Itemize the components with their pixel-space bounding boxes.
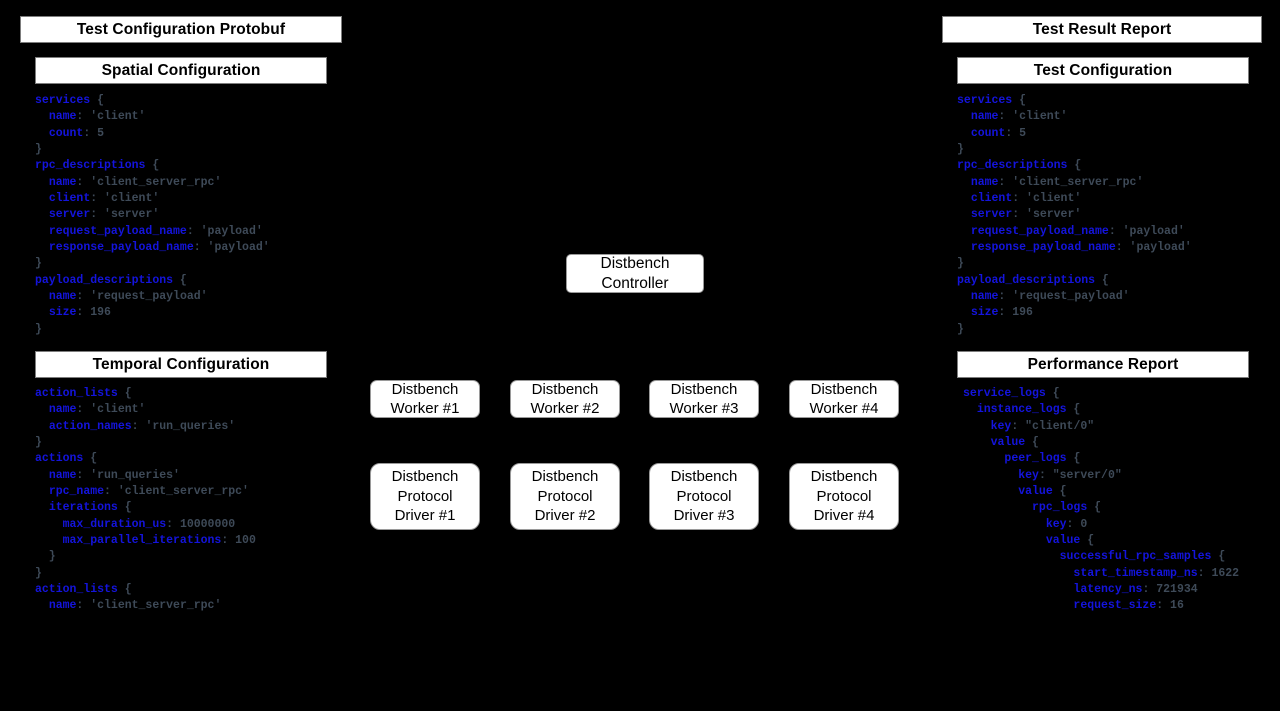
temporal-config-code: action_lists { name: 'client' action_nam… [35, 386, 256, 615]
code-line: iterations { [48, 501, 132, 515]
code-line: client: 'client' [970, 192, 1082, 206]
driver-box-1: Distbench Protocol Driver #1 [370, 463, 480, 530]
code-line: response_payload_name: 'payload' [970, 241, 1192, 255]
driver-box-2: Distbench Protocol Driver #2 [510, 463, 620, 530]
code-line: server: 'server' [970, 208, 1082, 222]
code-line: value { [1018, 485, 1067, 499]
code-line: response_payload_name: 'payload' [48, 241, 270, 255]
node-label-line: Distbench [531, 468, 599, 486]
driver-box-4: Distbench Protocol Driver #4 [789, 463, 899, 530]
code-line: latency_ns: 721934 [1073, 583, 1198, 597]
code-line: name: 'run_queries' [48, 468, 180, 482]
code-line: rpc_descriptions { [957, 159, 1082, 173]
node-label-line: Driver #4 [813, 507, 875, 525]
controller-box: Distbench Controller [566, 254, 704, 293]
test-config-code: services { name: 'client' count: 5} rpc_d… [957, 93, 1192, 338]
code-line: name: 'client_server_rpc' [48, 175, 222, 189]
code-line: key: "server/0" [1018, 468, 1122, 482]
code-line: server: 'server' [48, 208, 160, 222]
code-line: rpc_descriptions { [35, 159, 160, 173]
code-line: count: 5 [970, 126, 1027, 140]
code-line: } [35, 550, 56, 564]
worker-box-4: Distbench Worker #4 [789, 380, 899, 418]
spatial-config-code: services { name: 'client' count: 5} rpc_d… [35, 93, 270, 338]
performance-report-code: service_logs { instance_logs { key: "cli… [963, 386, 1239, 615]
temporal-config-heading: Temporal Configuration [35, 351, 327, 378]
code-line: name: 'client_server_rpc' [48, 599, 222, 613]
code-line: value { [1045, 534, 1095, 548]
code-line: payload_descriptions { [957, 273, 1109, 287]
code-line: rpc_name: 'client_server_rpc' [48, 485, 249, 499]
code-line: max_duration_us: 10000000 [62, 517, 236, 531]
worker-box-3: Distbench Worker #3 [649, 380, 759, 418]
code-line: name: 'client' [48, 403, 146, 417]
right-panel-title: Test Result Report [942, 16, 1262, 43]
code-line: request_size: 16 [1073, 599, 1184, 613]
node-label-line: Distbench [810, 380, 878, 398]
node-label-line: Protocol [397, 487, 453, 505]
node-label-line: Distbench [670, 380, 738, 398]
left-panel-title: Test Configuration Protobuf [20, 16, 342, 43]
code-line: max_parallel_iterations: 100 [62, 534, 256, 548]
node-label-line: Worker #3 [669, 400, 739, 417]
code-line: peer_logs { [1004, 452, 1081, 466]
code-line: name: 'client' [970, 110, 1068, 124]
code-line: } [957, 143, 964, 157]
node-label-line: Protocol [676, 487, 732, 505]
code-line: } [35, 436, 42, 450]
code-line: request_payload_name: 'payload' [48, 224, 263, 238]
code-line: value { [990, 436, 1039, 450]
code-line: } [35, 143, 42, 157]
code-line: count: 5 [48, 126, 105, 140]
code-line: service_logs { [963, 387, 1060, 400]
node-label-line: Driver #3 [673, 507, 735, 525]
code-line: } [35, 566, 42, 580]
worker-box-1: Distbench Worker #1 [370, 380, 480, 418]
node-label-line: Distbench [531, 380, 599, 398]
code-line: payload_descriptions { [35, 273, 187, 287]
performance-report-heading: Performance Report [957, 351, 1249, 378]
code-line: name: 'request_payload' [48, 290, 208, 304]
code-line: instance_logs { [976, 403, 1081, 417]
test-config-heading: Test Configuration [957, 57, 1249, 84]
code-line: action_names: 'run_queries' [48, 419, 236, 433]
node-label-line: Driver #1 [394, 507, 456, 525]
code-line: services { [35, 94, 105, 107]
node-label-line: Worker #1 [390, 400, 460, 417]
code-line: successful_rpc_samples { [1059, 550, 1226, 564]
node-label-line: Distbench [670, 468, 738, 486]
code-line: actions { [35, 452, 98, 466]
code-line: action_lists { [35, 583, 132, 597]
code-line: services { [957, 94, 1027, 107]
code-line: start_timestamp_ns: 1622 [1073, 566, 1240, 580]
code-line: name: 'client_server_rpc' [970, 175, 1144, 189]
node-label-line: Distbench [810, 468, 878, 486]
code-line: rpc_logs { [1032, 501, 1102, 515]
node-label-line: Distbench [391, 380, 459, 398]
code-line: request_payload_name: 'payload' [970, 224, 1185, 238]
code-line: size: 196 [970, 306, 1033, 320]
node-label-line: Protocol [537, 487, 593, 505]
node-label-line: Worker #2 [530, 400, 600, 417]
code-line: } [957, 257, 964, 271]
node-label-line: Worker #4 [809, 400, 879, 417]
code-line: client: 'client' [48, 192, 160, 206]
code-line: name: 'request_payload' [970, 290, 1130, 304]
code-line: } [957, 322, 964, 336]
code-line: name: 'client' [48, 110, 146, 124]
node-label-line: Controller [601, 274, 669, 292]
code-line: action_lists { [35, 387, 132, 400]
code-line: key: "client/0" [990, 419, 1095, 433]
driver-box-3: Distbench Protocol Driver #3 [649, 463, 759, 530]
node-label-line: Driver #2 [534, 507, 596, 525]
code-line: } [35, 322, 42, 336]
worker-box-2: Distbench Worker #2 [510, 380, 620, 418]
node-label-line: Distbench [600, 255, 670, 272]
node-label-line: Protocol [816, 487, 872, 505]
node-label-line: Distbench [391, 468, 459, 486]
code-line: } [35, 257, 42, 271]
code-line: key: 0 [1045, 517, 1088, 531]
code-line: size: 196 [48, 306, 111, 320]
spatial-config-heading: Spatial Configuration [35, 57, 327, 84]
